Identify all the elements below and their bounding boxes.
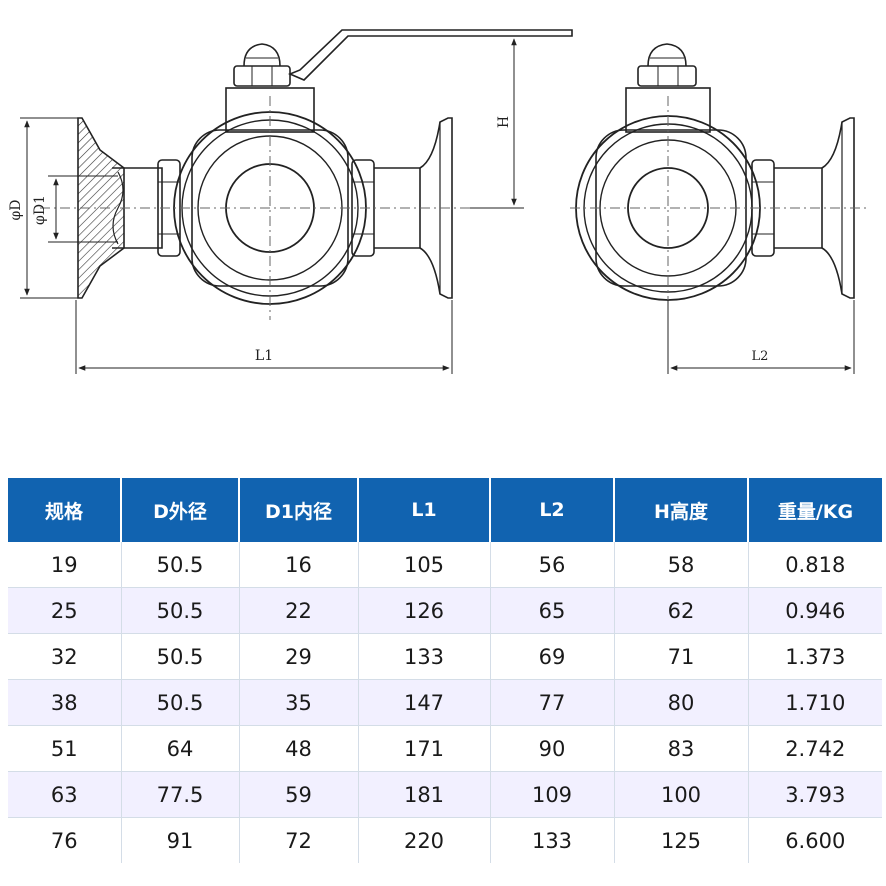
cell-d1: 22: [238, 587, 358, 634]
header-cell-spec: 规格: [8, 478, 121, 542]
cell-d: 50.5: [120, 542, 239, 588]
cell-h: 125: [613, 817, 748, 863]
cell-d: 64: [120, 725, 239, 772]
side-stem-nut: [637, 65, 697, 87]
cell-l2: 90: [489, 725, 614, 772]
cell-weight: 3.793: [747, 771, 882, 818]
cell-h: 83: [613, 725, 748, 772]
cell-d1: 59: [238, 771, 358, 818]
stem-nut: [233, 65, 291, 87]
cell-l1: 220: [357, 817, 490, 863]
header-row: 规格 D外径 D1内径 L1 L2 H高度 重量/KG: [8, 478, 882, 542]
label-l2: L2: [752, 349, 769, 364]
cell-l1: 181: [357, 771, 490, 818]
dimension-phi-d1: [48, 175, 118, 243]
header-cell-weight: 重量/KG: [747, 478, 882, 542]
right-ferrule: [419, 117, 453, 299]
cell-d1: 16: [238, 542, 358, 588]
header-cell-d1: D1内径: [238, 478, 358, 542]
cell-h: 100: [613, 771, 748, 818]
cell-l1: 126: [357, 587, 490, 634]
cell-spec: 51: [8, 725, 121, 772]
cell-d: 77.5: [120, 771, 239, 818]
cell-spec: 63: [8, 771, 121, 818]
dimension-l1: [75, 300, 453, 374]
cell-h: 58: [613, 542, 748, 588]
side-stem-cap: [647, 43, 687, 67]
cell-weight: 1.373: [747, 633, 882, 680]
cell-h: 62: [613, 587, 748, 634]
cell-l1: 133: [357, 633, 490, 680]
dimension-phi-d: [20, 117, 80, 299]
dimension-h: [470, 35, 524, 209]
cell-l2: 56: [489, 542, 614, 588]
side-view: [570, 43, 870, 320]
cell-l2: 133: [489, 817, 614, 863]
cell-h: 71: [613, 633, 748, 680]
header-cell-h: H高度: [613, 478, 748, 542]
cell-d1: 35: [238, 679, 358, 726]
dimension-l2: [667, 300, 855, 374]
cell-d1: 72: [238, 817, 358, 863]
cell-weight: 2.742: [747, 725, 882, 772]
cell-d: 50.5: [120, 633, 239, 680]
cell-spec: 32: [8, 633, 121, 680]
cell-spec: 76: [8, 817, 121, 863]
side-bore-circle: [627, 167, 709, 249]
cell-l2: 69: [489, 633, 614, 680]
stem-cap: [243, 43, 281, 67]
cell-l2: 109: [489, 771, 614, 818]
cell-h: 80: [613, 679, 748, 726]
spec-table-header: 规格 D外径 D1内径 L1 L2 H高度 重量/KG: [8, 478, 882, 542]
cell-d1: 29: [238, 633, 358, 680]
header-cell-l1: L1: [357, 478, 490, 542]
header-cell-d: D外径: [120, 478, 239, 542]
cell-l1: 147: [357, 679, 490, 726]
cell-weight: 1.710: [747, 679, 882, 726]
lever-handle: [287, 29, 573, 81]
cell-d: 50.5: [120, 679, 239, 726]
cell-spec: 19: [50, 552, 78, 577]
cell-d1: 48: [238, 725, 358, 772]
label-phi-d1: φD1: [32, 195, 48, 225]
front-view: [40, 29, 573, 320]
label-h: H: [496, 116, 512, 128]
cell-l1: 105: [357, 542, 490, 588]
cell-weight: 6.600: [747, 817, 882, 863]
cell-l1: 171: [357, 725, 490, 772]
cell-weight: 0.818: [747, 542, 882, 588]
cell-weight: 0.946: [747, 587, 882, 634]
header-cell-l2: L2: [489, 478, 614, 542]
cell-spec: 25: [8, 587, 121, 634]
cell-l2: 77: [489, 679, 614, 726]
cell-spec: 38: [8, 679, 121, 726]
cell-d: 91: [120, 817, 239, 863]
label-phi-d: φD: [8, 199, 24, 220]
cell-l2: 65: [489, 587, 614, 634]
side-tube: [774, 167, 823, 249]
label-l1: L1: [255, 348, 273, 364]
valve-technical-drawing: φD φD1 H L1: [8, 29, 870, 374]
cell-d: 50.5: [120, 587, 239, 634]
